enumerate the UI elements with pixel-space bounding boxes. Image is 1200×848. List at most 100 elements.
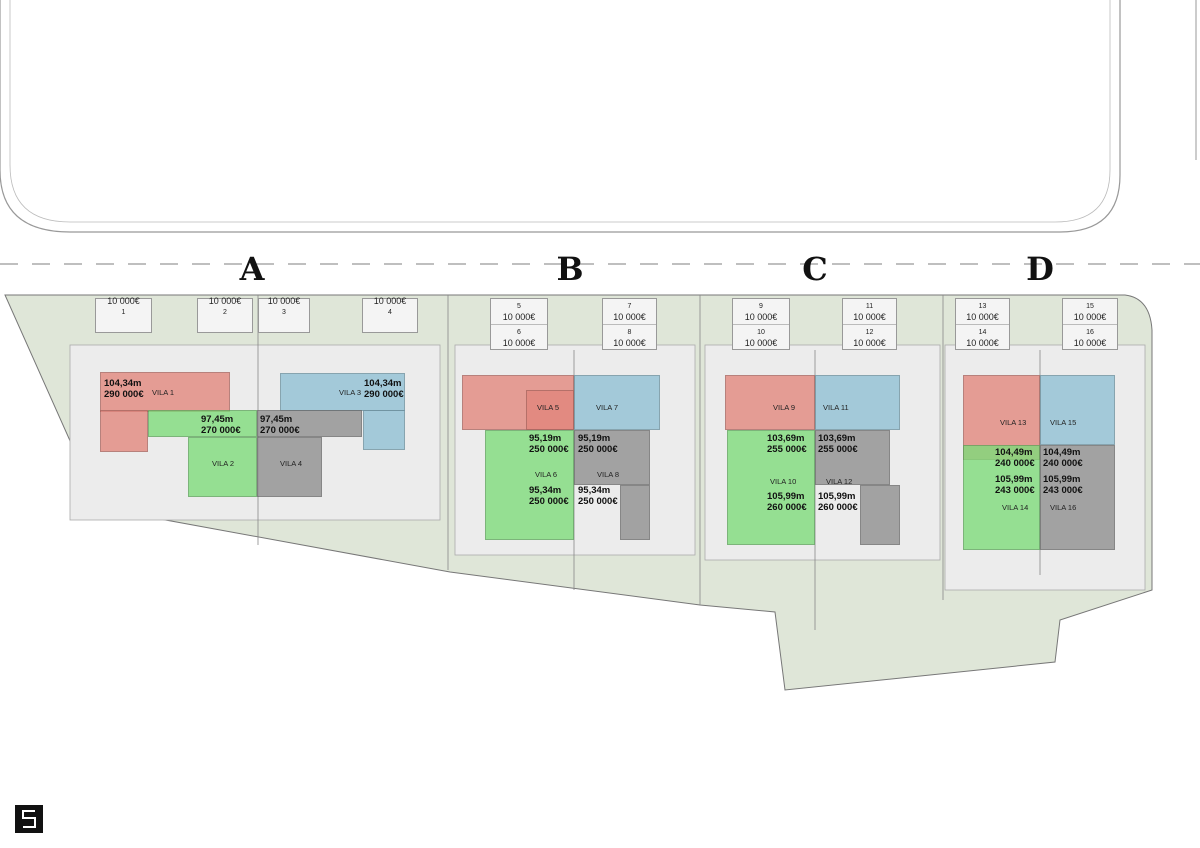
villa-footprint[interactable] (257, 410, 362, 437)
parking-space[interactable]: 10 000€ 1 (95, 296, 152, 333)
villa-area: 103,69m (767, 433, 805, 444)
villa-name: VILA 16 (1050, 503, 1077, 512)
parking-space[interactable]: 10 000€3 (258, 296, 310, 333)
villa-footprint[interactable] (815, 430, 890, 485)
villa-area: 104,49m (1043, 447, 1081, 458)
villa-footprint[interactable] (620, 485, 650, 540)
villa-footprint[interactable] (725, 375, 815, 430)
villa-area: 97,45m (260, 414, 293, 425)
parking-number: 10 (757, 328, 765, 336)
villa-price: 255 000€ (818, 444, 858, 455)
villa-footprint[interactable] (485, 430, 574, 540)
parking-number: 5 (517, 302, 521, 310)
villa-area: 105,99m (995, 474, 1033, 485)
villa-area: 105,99m (767, 491, 805, 502)
villa-name: VILA 11 (823, 403, 849, 412)
villa-footprint[interactable] (148, 410, 257, 437)
villa-area: 105,99m (818, 491, 856, 502)
parking-price: 10 000€ (502, 337, 536, 348)
parking-number: 2 (223, 309, 227, 317)
parking-number: 8 (627, 328, 632, 336)
villa-footprint[interactable] (574, 375, 660, 430)
villa-footprint[interactable] (963, 445, 1040, 550)
villa-area: 95,19m (578, 433, 611, 444)
parking-number: 12 (865, 328, 874, 336)
road-outline-inner (9, 0, 1111, 223)
villa-footprint[interactable] (188, 437, 257, 497)
parking-price: 10 000€ (744, 337, 778, 348)
parking-number: 14 (978, 328, 987, 336)
parking-space[interactable]: 10 000€ 2 (197, 296, 253, 333)
villa-price: 243 000€ (995, 485, 1035, 496)
villa-price: 250 000€ (529, 496, 569, 507)
villa-footprint[interactable] (815, 375, 900, 430)
villa-area: 104,49m (995, 447, 1033, 458)
parking-number: 15 (1086, 302, 1094, 310)
villa-name: VILA 14 (1002, 503, 1029, 512)
block-letter: A (239, 250, 265, 288)
villa-name: VILA 4 (280, 459, 303, 468)
villa-footprint[interactable] (574, 430, 650, 485)
parking-price: 10 000€ (208, 296, 242, 307)
villa-price: 270 000€ (260, 425, 300, 436)
villa-footprint[interactable] (257, 437, 322, 497)
villa-area: 104,34m (104, 378, 142, 389)
villa-price: 290 000€ (104, 389, 144, 400)
parking-cell: 10 000€ 2 (198, 296, 252, 317)
parking-number: 9 (759, 302, 763, 310)
parking-space[interactable]: 10 000€4 (362, 296, 418, 333)
villa-price: 255 000€ (767, 444, 807, 455)
parking-price: 10 000€ (107, 296, 140, 307)
villa-name: VILA 5 (537, 403, 560, 412)
villa-footprint[interactable] (1040, 375, 1115, 445)
villa-footprint[interactable] (860, 485, 900, 545)
villa-price: 243 000€ (1043, 485, 1083, 496)
villa-footprint[interactable] (363, 410, 405, 450)
villa-footprint[interactable] (526, 390, 574, 430)
parking-price: 10 000€ (1073, 311, 1107, 322)
logo-mark-icon (22, 810, 36, 828)
villa-price: 260 000€ (818, 502, 858, 513)
parking-price: 10 000€ (1073, 337, 1107, 348)
logo (15, 805, 43, 833)
villa-name: VILA 15 (1050, 418, 1077, 427)
block-letter: D (1026, 250, 1054, 288)
block-letter: B (556, 250, 584, 288)
parking-price: 10 000€ (966, 311, 999, 322)
villa-footprint[interactable] (727, 430, 815, 545)
parking-number: 3 (282, 309, 286, 317)
villa-footprint[interactable] (100, 410, 148, 452)
parking-number: 1 (121, 309, 126, 317)
parking-price: 10 000€ (373, 296, 407, 307)
villa-name: VILA 1 (152, 388, 175, 397)
villa-name: VILA 7 (596, 403, 619, 412)
villa-name: VILA 9 (773, 403, 796, 412)
villa-footprint[interactable] (100, 372, 230, 412)
villa-name: VILA 2 (212, 459, 235, 468)
villa-footprint[interactable] (1040, 445, 1115, 550)
